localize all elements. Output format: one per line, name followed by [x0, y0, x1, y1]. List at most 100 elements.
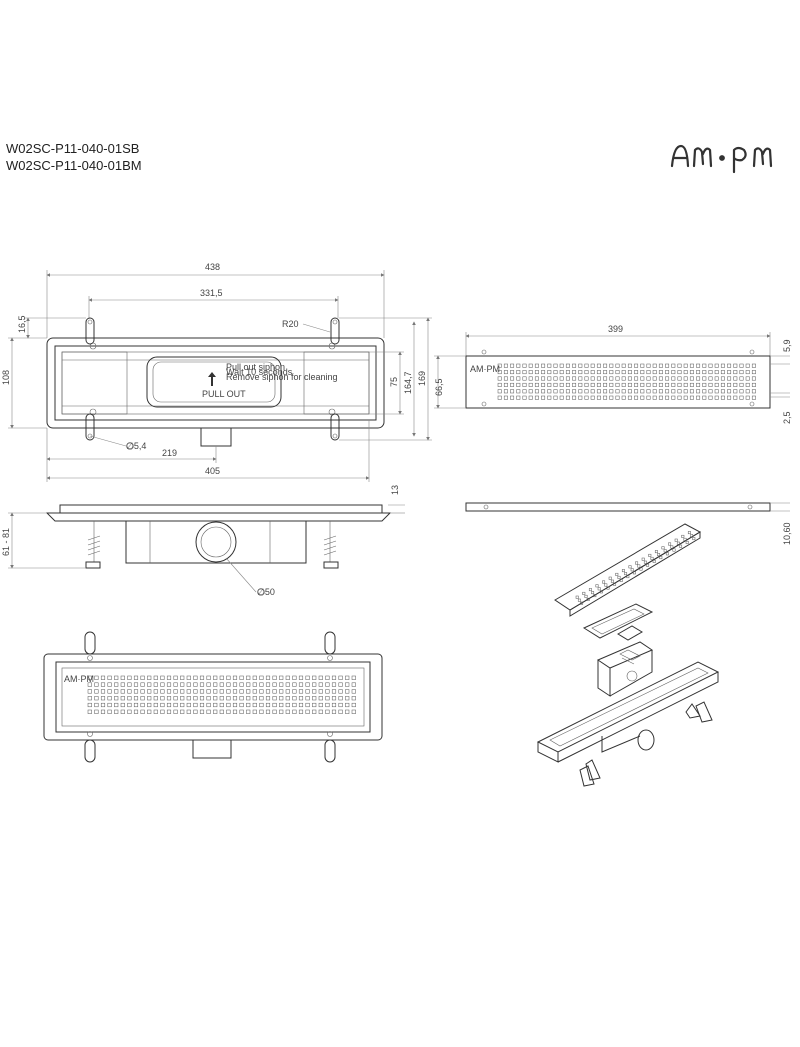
perforation-hole: [596, 370, 601, 375]
front-view-with-grate: AM·PM: [43, 631, 383, 763]
perforation-hole: [572, 363, 577, 368]
top-view: 438 331,5 PULL OUT Pull out siphon Wait …: [1, 262, 432, 482]
perforation-hole: [120, 675, 125, 680]
perforation-hole: [658, 389, 663, 394]
perforation-hole: [133, 689, 139, 694]
perforation-hole: [272, 689, 277, 694]
perforation-hole: [596, 382, 601, 387]
perforation-hole: [325, 702, 330, 708]
perforation-hole: [193, 702, 198, 708]
perforation-hole: [572, 376, 577, 381]
perforation-hole: [193, 682, 198, 687]
grate-side-view: 10,60: [465, 502, 792, 545]
perforation-hole: [497, 370, 502, 375]
perforation-hole: [603, 382, 608, 387]
perforation-hole: [351, 696, 356, 701]
perforation-hole: [615, 572, 619, 576]
perforation-hole: [120, 702, 125, 708]
perforation-hole: [720, 389, 725, 394]
note-line-3: Remove siphon for cleaning: [226, 372, 338, 382]
perforation-hole: [648, 553, 652, 557]
perforation-hole: [565, 370, 570, 375]
perforation-hole: [133, 675, 139, 680]
perforation-hole: [547, 382, 552, 387]
perforation-hole: [578, 376, 583, 381]
perforation-hole: [615, 382, 620, 387]
perforation-hole: [720, 395, 725, 400]
perforation-hole: [565, 382, 570, 387]
grate-iso-perforation: [575, 531, 696, 605]
perforation-hole: [226, 696, 231, 701]
perforation-hole: [298, 675, 304, 680]
dim-fixing-span: 331,5: [200, 288, 223, 298]
perforation-hole: [720, 363, 725, 368]
perforation-hole: [528, 389, 533, 394]
perforation-hole: [272, 709, 277, 714]
perforation-hole: [683, 382, 688, 387]
perforation-hole: [226, 689, 231, 694]
grate-top-view: 399 AM·PM 66,5 5,9 2,5: [434, 324, 792, 424]
perforation-hole: [246, 675, 251, 680]
perforation-hole: [683, 389, 688, 394]
perforation-hole: [687, 531, 691, 535]
perforation-hole: [173, 689, 178, 694]
perforation-hole: [696, 376, 701, 381]
perforation-hole: [292, 689, 297, 694]
perforation-hole: [596, 395, 601, 400]
perforation-hole: [94, 702, 99, 708]
perforation-hole: [94, 689, 99, 694]
perforation-hole: [516, 363, 521, 368]
perforation-hole: [351, 675, 356, 680]
perforation-hole: [239, 689, 244, 694]
perforation-hole: [541, 376, 546, 381]
perforation-hole: [646, 389, 651, 394]
perforation-hole: [265, 696, 271, 701]
perforation-hole: [696, 382, 701, 387]
grate-perforation-front: [87, 675, 356, 714]
perforation-hole: [670, 545, 674, 549]
perforation-hole: [578, 395, 583, 400]
dim-height-range: 61 - 81: [1, 528, 11, 556]
perforation-hole: [621, 363, 626, 368]
perforation-hole: [180, 689, 185, 694]
perforation-hole: [503, 389, 508, 394]
perforation-hole: [702, 370, 707, 375]
perforation-hole: [751, 376, 756, 381]
perforation-hole: [593, 594, 597, 598]
perforation-hole: [503, 370, 508, 375]
perforation-hole: [107, 675, 112, 680]
perforation-hole: [640, 382, 645, 387]
perforation-hole: [591, 591, 595, 595]
perforation-hole: [621, 370, 626, 375]
perforation-hole: [298, 689, 304, 694]
dim-grate-edge: 5,9: [782, 339, 792, 352]
perforation-hole: [522, 370, 527, 375]
perforation-hole: [624, 572, 628, 576]
perforation-hole: [671, 395, 676, 400]
perforation-hole: [689, 376, 694, 381]
perforation-hole: [733, 363, 738, 368]
perforation-hole: [213, 682, 218, 687]
perforation-hole: [153, 709, 158, 714]
perforation-hole: [609, 395, 614, 400]
perforation-hole: [603, 363, 608, 368]
perforation-hole: [522, 389, 527, 394]
perforation-hole: [100, 682, 106, 687]
perforation-hole: [94, 682, 99, 687]
perforation-hole: [160, 696, 165, 701]
perforation-hole: [312, 702, 317, 708]
perforation-hole: [641, 557, 645, 561]
perforation-hole: [298, 702, 304, 708]
perforation-hole: [580, 601, 584, 605]
dim-outlet-offset: 219: [162, 448, 177, 458]
perforation-hole: [615, 363, 620, 368]
perforation-hole: [338, 709, 343, 714]
perforation-hole: [133, 702, 139, 708]
perforation-hole: [140, 702, 145, 708]
perforation-hole: [615, 395, 620, 400]
perforation-hole: [702, 395, 707, 400]
perforation-hole: [312, 689, 317, 694]
perforation-hole: [632, 571, 636, 575]
perforation-hole: [166, 702, 172, 708]
